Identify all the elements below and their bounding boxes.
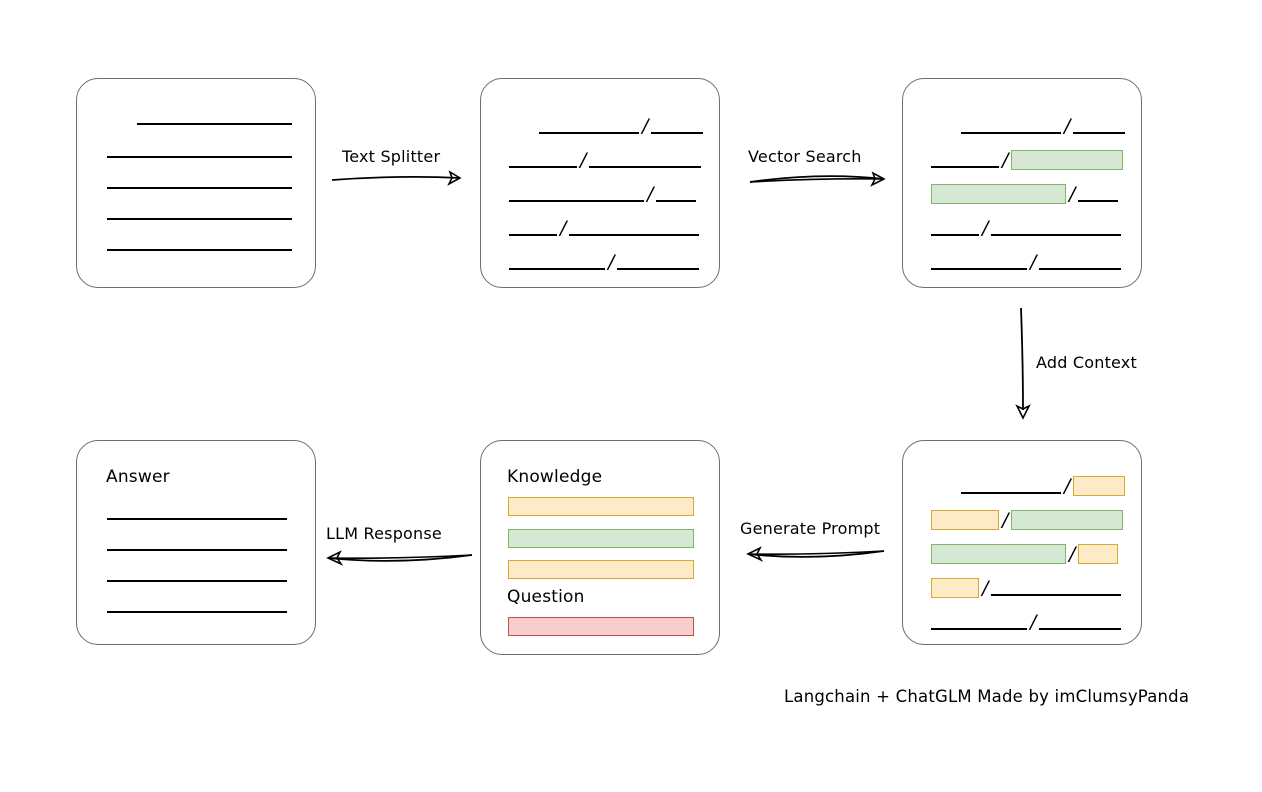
chunk-separator: / (642, 115, 649, 137)
chunk-segment (931, 234, 979, 236)
chunk-segment (961, 132, 1061, 134)
arrow-generate-prompt (746, 546, 885, 562)
chunk-row: / (481, 113, 704, 137)
chunk-separator: / (1069, 543, 1076, 565)
chunk-segment (509, 268, 605, 270)
answer-line (107, 611, 287, 613)
chunk-segment-highlight-green (1011, 510, 1124, 530)
chunk-separator: / (1069, 183, 1076, 205)
chunk-separator: / (1030, 251, 1037, 273)
chunk-segment-highlight-yellow (1078, 544, 1119, 564)
document-line (107, 218, 292, 220)
arrow-label-text-splitter: Text Splitter (342, 147, 441, 166)
context-added-box: / / / / / (902, 440, 1142, 645)
question-heading: Question (507, 587, 585, 607)
chunk-segment-highlight-green (1011, 150, 1124, 170)
chunk-separator: / (982, 217, 989, 239)
chunk-separator: / (608, 251, 615, 273)
arrow-label-llm-response: LLM Response (326, 524, 442, 543)
arrow-vector-search (749, 171, 886, 187)
document-line (107, 187, 292, 189)
arrow-text-splitter (331, 170, 462, 186)
arrow-label-add-context: Add Context (1036, 353, 1137, 372)
document-line (107, 156, 292, 158)
chunk-segment (509, 234, 557, 236)
chunk-row: / (903, 541, 1119, 565)
chunk-separator: / (1064, 475, 1071, 497)
document-line (107, 249, 292, 251)
chunk-segment (931, 166, 999, 168)
chunk-separator: / (647, 183, 654, 205)
split-chunks-box: / / / / / (480, 78, 720, 288)
arrow-label-generate-prompt: Generate Prompt (740, 519, 881, 538)
chunk-segment (931, 628, 1027, 630)
chunk-segment (509, 200, 644, 202)
chunk-segment (589, 166, 702, 168)
source-document-box (76, 78, 316, 288)
chunk-row: / (481, 181, 697, 205)
chunk-separator: / (1002, 509, 1009, 531)
chunk-separator: / (1064, 115, 1071, 137)
question-bar (508, 617, 694, 636)
chunk-segment-highlight-green (931, 184, 1066, 204)
chunk-segment (617, 268, 700, 270)
knowledge-bar (508, 497, 694, 516)
chunk-row: / (903, 507, 1124, 531)
chunk-row: / (903, 215, 1122, 239)
source-document-lines (77, 79, 315, 287)
chunk-segment (1039, 628, 1122, 630)
chunk-segment (651, 132, 704, 134)
chunk-row: / (481, 215, 700, 239)
arrow-add-context (1015, 307, 1031, 420)
chunk-row: / (481, 249, 700, 273)
knowledge-bar (508, 560, 694, 579)
chunk-separator: / (560, 217, 567, 239)
context-added-lines: / / / / / (903, 441, 1141, 644)
chunk-segment (1073, 132, 1126, 134)
chunk-separator: / (1002, 149, 1009, 171)
answer-line (107, 549, 287, 551)
answer-line (107, 518, 287, 520)
chunk-segment (656, 200, 697, 202)
arrow-label-vector-search: Vector Search (748, 147, 862, 166)
split-chunks-lines: / / / / / (481, 79, 719, 287)
answer-box: Answer (76, 440, 316, 645)
answer-heading: Answer (106, 467, 170, 487)
chunk-row: / (903, 113, 1126, 137)
vector-matches-lines: / / / / / (903, 79, 1141, 287)
chunk-row: / (903, 181, 1119, 205)
chunk-segment (539, 132, 639, 134)
chunk-segment-highlight-green (931, 544, 1066, 564)
knowledge-bar (508, 529, 694, 548)
chunk-row: / (903, 147, 1124, 171)
chunk-row: / (903, 473, 1126, 497)
chunk-segment (569, 234, 700, 236)
answer-line (107, 580, 287, 582)
chunk-row: / (903, 249, 1122, 273)
chunk-row: / (903, 575, 1122, 599)
chunk-segment (931, 268, 1027, 270)
chunk-segment (1078, 200, 1119, 202)
chunk-segment-highlight-yellow (931, 510, 999, 530)
knowledge-heading: Knowledge (507, 467, 603, 487)
chunk-segment (509, 166, 577, 168)
arrow-llm-response (326, 550, 473, 566)
chunk-segment (991, 594, 1122, 596)
chunk-row: / (903, 609, 1122, 633)
chunk-segment-highlight-yellow (1073, 476, 1126, 496)
chunk-segment (961, 492, 1061, 494)
chunk-separator: / (1030, 611, 1037, 633)
vector-matches-box: / / / / / (902, 78, 1142, 288)
chunk-segment (991, 234, 1122, 236)
chunk-segment (1039, 268, 1122, 270)
prompt-box: Knowledge Question (480, 440, 720, 655)
chunk-separator: / (580, 149, 587, 171)
chunk-separator: / (982, 577, 989, 599)
document-line (137, 123, 292, 125)
chunk-row: / (481, 147, 702, 171)
credit-text: Langchain + ChatGLM Made by imClumsyPand… (784, 687, 1190, 706)
chunk-segment-highlight-yellow (931, 578, 979, 598)
